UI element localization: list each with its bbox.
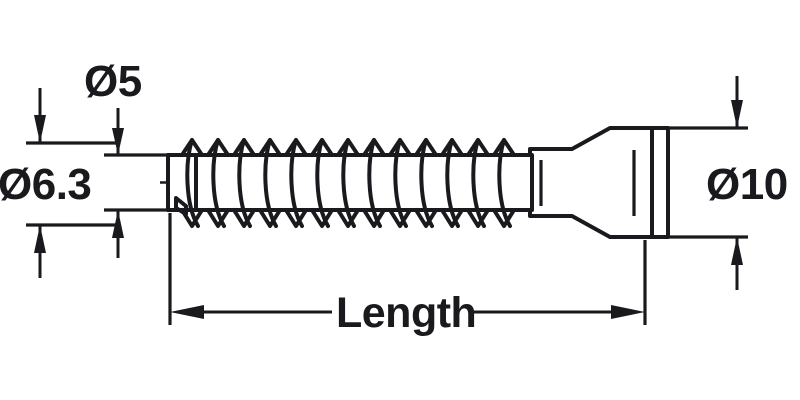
dimension-label-length: Length — [336, 289, 476, 337]
thread-helix-flanks — [185, 138, 512, 228]
thread-crests-lower — [180, 208, 516, 228]
dimension-label-tip-diameter: Ø5 — [84, 57, 142, 106]
length-arrowhead-left — [170, 305, 204, 319]
d63-arrowhead-lower — [34, 225, 46, 253]
head-flange — [650, 126, 670, 239]
d63-arrowhead-upper — [34, 115, 46, 143]
dimension-length: Length — [168, 213, 647, 337]
dimension-thread-diameter: Ø6.3 — [0, 88, 120, 278]
shank-tick-marks — [539, 150, 636, 216]
length-arrowhead-right — [611, 305, 645, 319]
d10-arrowhead-lower — [731, 237, 743, 265]
dimension-label-thread-diameter: Ø6.3 — [0, 160, 91, 209]
d10-arrowhead-upper — [731, 100, 743, 128]
thread-profile-group — [180, 138, 516, 228]
countersunk-head — [528, 126, 654, 239]
screw-body-group — [166, 126, 670, 239]
dimension-label-head-diameter: Ø10 — [706, 160, 788, 209]
dimension-tip-diameter: Ø5 — [84, 57, 182, 258]
dimension-head-diameter: Ø10 — [668, 76, 788, 290]
